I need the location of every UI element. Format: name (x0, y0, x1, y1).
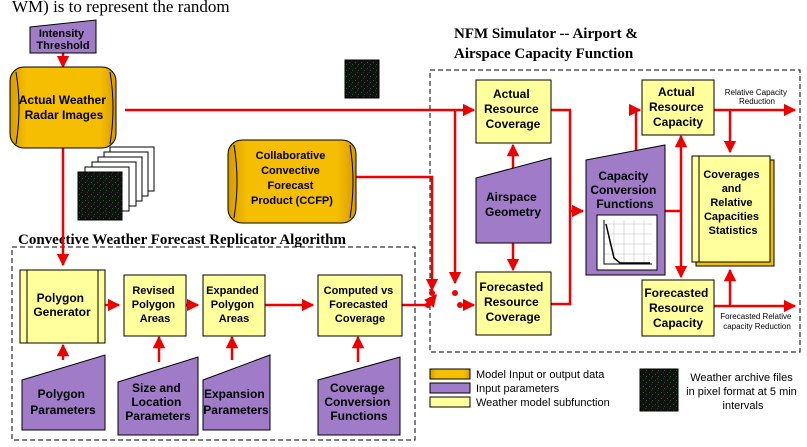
forecasted-resource-capacity-box: Forecasted Resource Capacity (641, 279, 715, 337)
computed-vs-forecast-box: Computed vs Forecasted Coverage (317, 274, 403, 337)
forecasted-relative-reduction-label: Forecasted Relative capacity Reduction (720, 312, 793, 331)
nfm-title-line1: NFM Simulator -- Airport & (454, 26, 638, 42)
relative-capacity-reduction-label: Relative Capacity Reduction (725, 88, 789, 106)
legend-radar-image (639, 368, 679, 412)
ccfp-label: Collaborative Convective Forecast Produc… (251, 150, 333, 207)
svg-text:Coverage Conversion: Coverage Conversion Functions (324, 381, 393, 423)
coverage-conversion-shape: Coverage Conversion Functions (317, 356, 401, 436)
cwfr-dashed-box (11, 246, 416, 441)
intensity-threshold-label: Intensity Threshold (36, 28, 89, 52)
svg-text:Polygon Parameters: Polygon Parameters (30, 387, 96, 417)
svg-text:Computed vs Forecasted: Computed vs Forecasted Coverage (324, 285, 397, 325)
mini-chart-axes (603, 220, 652, 265)
legend-model-io: Model Input or output data (476, 369, 605, 381)
ccfp-cylinder: Collaborative Convective Forecast Produc… (227, 139, 357, 224)
radar-image-single (344, 59, 380, 99)
airspace-geometry-shape: Airspace Geometry (475, 157, 552, 244)
legend-swatch-yellow (429, 396, 471, 408)
mini-chart-grid (604, 220, 652, 264)
polygon-generator-box: Polygon Generator (19, 269, 106, 344)
legend-subfunction: Weather model subfunction (476, 397, 610, 409)
legend-archive: Weather archive files in pixel format at… (686, 372, 800, 412)
switch-dot (452, 290, 458, 296)
actual-resource-capacity-box: Actual Resource Capacity (641, 79, 715, 136)
statistics-document: Coverages and Relative Capacities Statis… (691, 155, 775, 267)
intensity-threshold-shape (29, 19, 97, 54)
polygon-parameters-shape: Polygon Parameters (21, 354, 106, 431)
radar-image-stack (77, 146, 155, 221)
svg-text:Coverages and Rela: Coverages and Relative Capacities Statis… (703, 169, 762, 237)
svg-text:Expanded Polygon A: Expanded Polygon Areas (206, 285, 262, 325)
arrow-ccfp-to-switch (355, 175, 439, 292)
expansion-parameters-shape: Expansion Parameters (202, 354, 271, 431)
legend-input-params: Input parameters (476, 383, 560, 395)
nfm-dashed-box (429, 69, 801, 353)
svg-text:Revised Polygon Ar: Revised Polygon Areas (132, 285, 178, 325)
nfm-title-line2: Airspace Capacity Function (454, 46, 634, 62)
size-location-shape: Size and Location Parameters (117, 356, 199, 436)
arrow-coverage-join (551, 108, 572, 306)
actual-resource-coverage-box: Actual Resource Coverage (475, 79, 552, 144)
svg-text:Expansion Parameters: Expansion Parameters (203, 387, 269, 417)
expanded-polygon-box: Expanded Polygon Areas (202, 274, 266, 337)
switch-dot (457, 302, 463, 308)
switch-dot (429, 290, 435, 296)
svg-text:Airspace Geometry: Airspace Geometry (485, 190, 541, 219)
svg-text:Size and Location: Size and Location Parameters (125, 381, 191, 423)
forecasted-resource-coverage-box: Forecasted Resource Coverage (475, 271, 552, 336)
svg-text:Forecasted Resource: Forecasted Resource Capacity (644, 286, 711, 330)
switch-contacts (425, 290, 463, 308)
top-text-fragment: WM) is to represent the random (12, 0, 230, 16)
svg-text:Capacity Conversion: Capacity Conversion Functions (590, 169, 659, 211)
legend-swatch-purple (429, 382, 471, 394)
capacity-conversion-shape: Capacity Conversion Functions (585, 144, 666, 276)
revised-polygon-box: Revised Polygon Areas (123, 274, 187, 337)
actual-weather-label: Actual Weather Radar Images (19, 93, 109, 122)
cwfr-title: Convective Weather Forecast Replicator A… (18, 232, 346, 248)
actual-weather-cylinder: Actual Weather Radar Images (9, 66, 117, 149)
svg-text:Actual Resource Ca: Actual Resource Capacity (649, 85, 707, 129)
svg-text:Forecasted Resource: Forecasted Resource Coverage (479, 280, 546, 324)
switch-dot (425, 302, 431, 308)
arrow-computed-to-switch (402, 294, 437, 308)
mini-chart-curve (605, 223, 650, 264)
legend-swatch-orange (429, 368, 471, 380)
svg-text:Polygon Generator: Polygon Generator (33, 291, 91, 319)
arrow-conversion-to-actual-capacity (628, 103, 642, 155)
svg-text:Actual Resource Co: Actual Resource Coverage (484, 87, 542, 131)
legend: Model Input or output data Input paramet… (429, 368, 800, 412)
